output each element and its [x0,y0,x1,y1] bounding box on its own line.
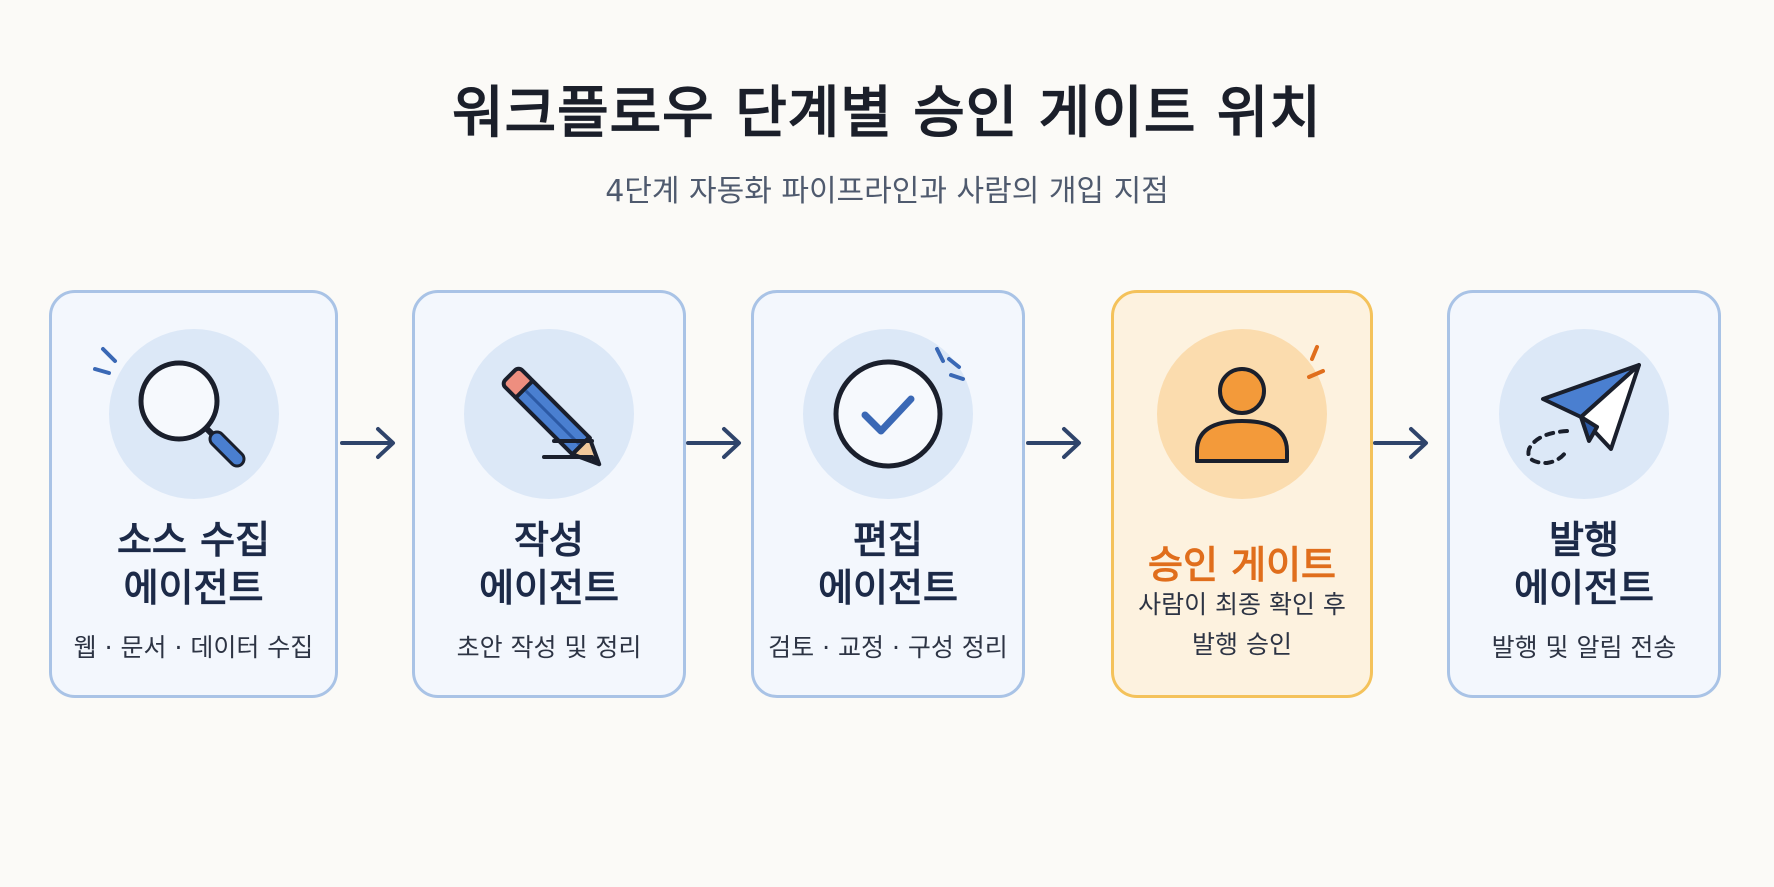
flow-arrow-3 [1026,427,1081,459]
diagram-subtitle: 4단계 자동화 파이프라인과 사람의 개입 지점 [605,174,1169,209]
stage-title: 작성 에이전트 [415,516,683,612]
stage-title: 발행 에이전트 [1450,516,1718,612]
pencil-icon [501,366,602,467]
stage-title-line: 소스 수집 [116,518,271,562]
stage-desc-line: 초안 작성 및 정리 [456,633,642,662]
flow-arrow-1 [340,427,395,459]
stage-title-line: 작성 [514,518,584,562]
checkmark-circle-icon [833,347,965,469]
flow-arrow-2 [686,427,741,459]
magnifier-icon [92,347,245,468]
stage-card-writing: 작성 에이전트 초안 작성 및 정리 [412,290,686,698]
stage-title-line: 에이전트 [1514,566,1654,610]
stage-card-approval-gate: 승인 게이트 사람이 최종 확인 후 발행 승인 [1111,290,1373,698]
icon-circle [1499,329,1669,499]
stage-title-line: 발행 [1549,518,1619,562]
paper-plane-icon [1526,363,1641,466]
stage-description: 초안 작성 및 정리 [415,628,683,668]
flow-arrow-4 [1373,427,1428,459]
stage-title: 편집 에이전트 [754,516,1022,612]
stage-title: 소스 수집 에이전트 [52,516,335,612]
diagram-title: 워크플로우 단계별 승인 게이트 위치 [452,81,1322,146]
icon-circle [92,329,279,499]
icon-circle [464,329,634,499]
icon-circle [803,329,973,499]
stage-title-line: 에이전트 [479,566,619,610]
person-icon [1195,345,1325,463]
stage-desc-line: 발행 및 알림 전송 [1491,633,1677,662]
stage-title-line: 에이전트 [818,566,958,610]
icon-circle [1157,329,1327,499]
stage-card-publishing: 발행 에이전트 발행 및 알림 전송 [1447,290,1721,698]
stage-desc-line: 발행 승인 [1192,630,1292,659]
stage-description: 검토 · 교정 · 구성 정리 [754,628,1022,668]
stage-card-source-collection: 소스 수집 에이전트 웹 · 문서 · 데이터 수집 [49,290,338,698]
stage-desc-line: 사람이 최종 확인 후 [1138,590,1346,619]
stage-title-line: 편집 [853,518,923,562]
stage-desc-line: 검토 · 교정 · 구성 정리 [768,633,1008,662]
stage-description: 웹 · 문서 · 데이터 수집 [52,628,335,668]
stage-title-line: 승인 게이트 [1147,543,1337,587]
stage-description: 사람이 최종 확인 후 발행 승인 [1114,585,1370,665]
stage-description: 발행 및 알림 전송 [1450,628,1718,668]
stage-card-editing: 편집 에이전트 검토 · 교정 · 구성 정리 [751,290,1025,698]
stage-desc-line: 웹 · 문서 · 데이터 수집 [73,633,314,662]
stage-title-line: 에이전트 [123,566,264,610]
stage-title: 승인 게이트 [1114,541,1370,589]
